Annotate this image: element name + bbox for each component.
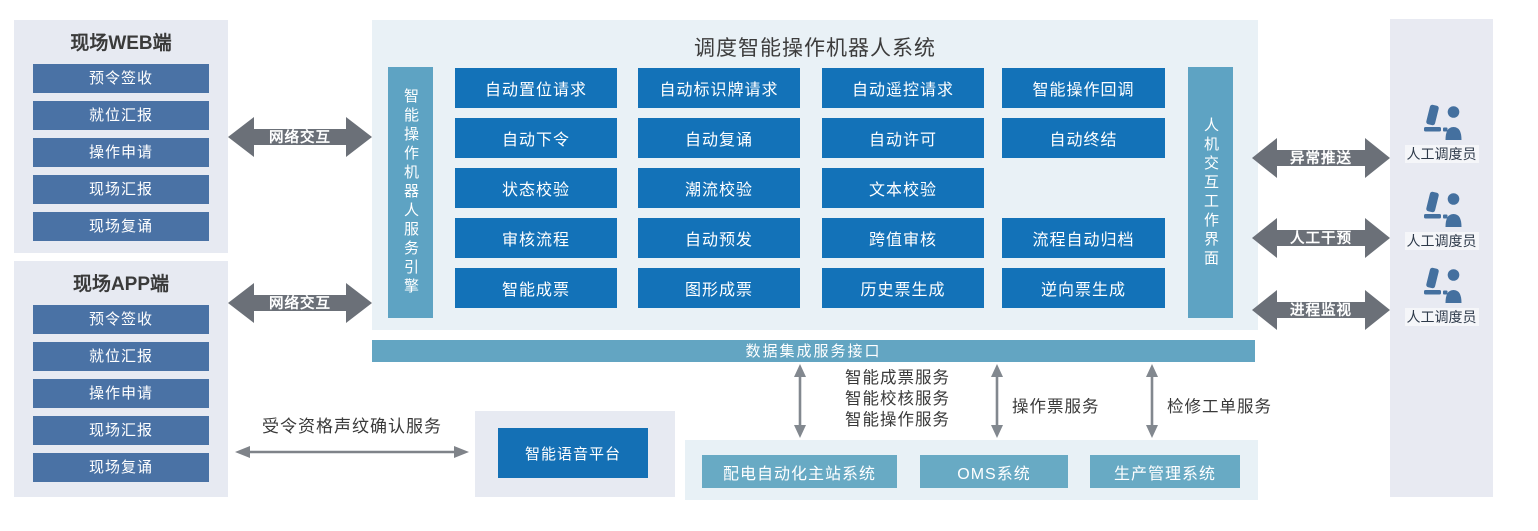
system-button: OMS系统: [920, 455, 1068, 488]
app-item: 现场汇报: [33, 416, 209, 445]
oms-service-label: 操作票服务: [1012, 398, 1100, 416]
feature-button: 流程自动归档: [1002, 218, 1165, 258]
process-monitor-label: 进程监视: [1290, 301, 1352, 319]
exception-push-arrow-icon: 异常推送: [1252, 138, 1390, 178]
feature-button: 文本校验: [822, 168, 984, 208]
dispatcher: 人工调度员: [1390, 267, 1493, 327]
feature-button: 智能操作回调: [1002, 68, 1165, 108]
app-item: 预令签收: [33, 305, 209, 334]
dispatcher: 人工调度员: [1390, 104, 1493, 164]
web-panel-title: 现场WEB端: [70, 33, 172, 54]
network-arrow-bottom-label: 网络交互: [269, 294, 331, 312]
dispatcher-at-desk-icon: [1423, 104, 1461, 140]
pms-service-label: 检修工单服务: [1167, 398, 1272, 416]
feature-button: 逆向票生成: [1002, 268, 1165, 308]
service-group-label: 智能成票服务 智能校核服务 智能操作服务: [845, 369, 950, 429]
web-item: 操作申请: [33, 138, 209, 167]
exception-push-label: 异常推送: [1290, 149, 1352, 167]
voiceprint-service-label: 受令资格声纹确认服务: [262, 417, 442, 436]
voice-platform-panel: 智能语音平台: [475, 411, 675, 497]
app-item: 就位汇报: [33, 342, 209, 371]
app-panel: 现场APP端 预令签收 就位汇报 操作申请 现场汇报 现场复诵: [14, 261, 228, 497]
feature-button: 自动终结: [1002, 118, 1165, 158]
feature-button: 状态校验: [455, 168, 617, 208]
dispatcher-label: 人工调度员: [1404, 308, 1479, 326]
system-button: 生产管理系统: [1090, 455, 1240, 488]
web-panel: 现场WEB端 预令签收 就位汇报 操作申请 现场汇报 现场复诵: [14, 20, 228, 253]
network-arrow-top-label: 网络交互: [269, 128, 331, 146]
dispatcher: 人工调度员: [1390, 191, 1493, 251]
feature-button: 潮流校验: [638, 168, 800, 208]
app-item: 现场复诵: [33, 453, 209, 482]
web-item: 就位汇报: [33, 101, 209, 130]
vertical-link-arrow-icon: [1146, 364, 1158, 438]
dispatcher-label: 人工调度员: [1404, 145, 1479, 163]
hmi-bar: 人机交互工作界面: [1188, 67, 1233, 318]
feature-button: 智能成票: [455, 268, 617, 308]
data-integration-bar: 数据集成服务接口: [372, 340, 1255, 362]
network-arrow-top-icon: 网络交互: [228, 117, 372, 157]
web-item: 预令签收: [33, 64, 209, 93]
service-engine-label: 智能操作机器人服务引擎: [402, 88, 419, 297]
vertical-link-arrow-icon: [794, 364, 806, 438]
process-monitor-arrow-icon: 进程监视: [1252, 290, 1390, 330]
feature-button: 自动复诵: [638, 118, 800, 158]
main-system-title: 调度智能操作机器人系统: [694, 37, 936, 60]
web-item: 现场汇报: [33, 175, 209, 204]
feature-button: 自动标识牌请求: [638, 68, 800, 108]
network-arrow-bottom-icon: 网络交互: [228, 283, 372, 323]
feature-button: 自动预发: [638, 218, 800, 258]
feature-button: 自动下令: [455, 118, 617, 158]
hmi-label: 人机交互工作界面: [1202, 116, 1219, 269]
feature-button: 自动遥控请求: [822, 68, 984, 108]
voice-platform-button: 智能语音平台: [498, 428, 648, 478]
app-item: 操作申请: [33, 379, 209, 408]
dispatcher-label: 人工调度员: [1404, 232, 1479, 250]
external-systems-panel: 配电自动化主站系统 OMS系统 生产管理系统: [685, 440, 1258, 500]
app-panel-title: 现场APP端: [72, 274, 170, 295]
feature-button: 自动许可: [822, 118, 984, 158]
dispatcher-at-desk-icon: [1423, 267, 1461, 303]
manual-intervention-label: 人工干预: [1290, 230, 1352, 247]
feature-button: 跨值审核: [822, 218, 984, 258]
main-system-panel: 调度智能操作机器人系统 智能操作机器人服务引擎 人机交互工作界面 自动置位请求 …: [372, 20, 1258, 330]
feature-button: 历史票生成: [822, 268, 984, 308]
dispatcher-panel: 人工调度员 人工调度员: [1390, 19, 1493, 497]
system-button: 配电自动化主站系统: [702, 455, 897, 488]
web-item: 现场复诵: [33, 212, 209, 241]
feature-button: 图形成票: [638, 268, 800, 308]
vertical-link-arrow-icon: [991, 364, 1003, 438]
feature-button: 自动置位请求: [455, 68, 617, 108]
feature-button: 审核流程: [455, 218, 617, 258]
voiceprint-link-arrow-icon: [235, 446, 469, 458]
dispatcher-at-desk-icon: [1423, 191, 1461, 227]
manual-intervention-arrow-icon: 人工干预: [1252, 218, 1390, 258]
service-engine-bar: 智能操作机器人服务引擎: [388, 67, 433, 318]
